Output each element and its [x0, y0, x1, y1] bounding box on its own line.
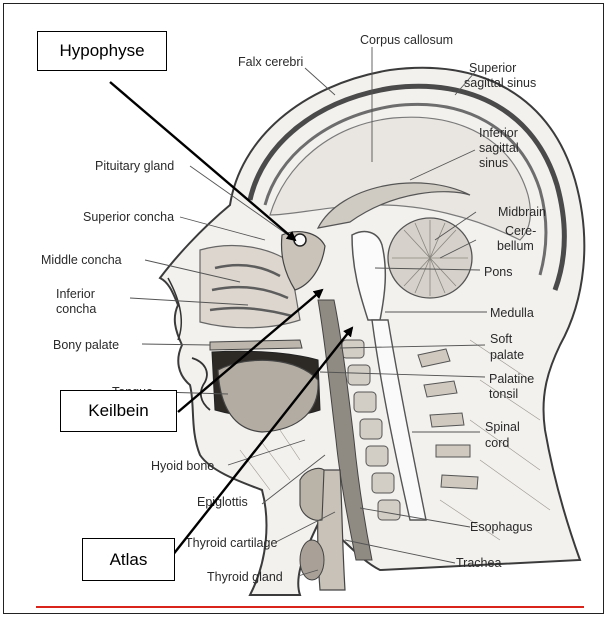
- label-inferior-concha-line1: Inferior: [56, 287, 95, 301]
- label-inferior-sagittal-sinus-line3: sinus: [479, 156, 508, 170]
- label-esophagus: Esophagus: [470, 520, 533, 534]
- label-palatine-tonsil-line2: tonsil: [489, 387, 518, 401]
- label-cerebellum-line2: bellum: [497, 239, 534, 253]
- label-inferior-sagittal-sinus-line2: sagittal: [479, 141, 519, 155]
- label-superior-concha: Superior concha: [83, 210, 174, 224]
- label-thyroid-gland: Thyroid gland: [207, 570, 283, 584]
- label-corpus-callosum: Corpus callosum: [360, 33, 453, 47]
- label-thyroid-cartilage: Thyroid cartilage: [185, 536, 277, 550]
- red-divider-line: [36, 606, 584, 608]
- pituitary-gland-shape: [294, 234, 306, 246]
- callout-keilbein: Keilbein: [60, 390, 177, 432]
- label-inferior-concha-line2: concha: [56, 302, 96, 316]
- label-soft-palate-line1: Soft: [490, 332, 513, 346]
- label-cerebellum-line1: Cere-: [505, 224, 536, 238]
- label-bony-palate: Bony palate: [53, 338, 119, 352]
- label-pituitary-gland: Pituitary gland: [95, 159, 174, 173]
- label-midbrain: Midbrain: [498, 205, 546, 219]
- label-superior-sagittal-sinus-line2: sagittal sinus: [464, 76, 536, 90]
- label-superior-sagittal-sinus-line1: Superior: [469, 61, 516, 75]
- label-falx-cerebri: Falx cerebri: [238, 55, 303, 69]
- label-palatine-tonsil-line1: Palatine: [489, 372, 534, 386]
- label-spinal-cord-line1: Spinal: [485, 420, 520, 434]
- thyroid-cartilage-shape: [300, 468, 324, 520]
- label-hyoid-bone: Hyoid bone: [151, 459, 214, 473]
- label-inferior-sagittal-sinus-line1: Inferior: [479, 126, 518, 140]
- label-trachea: Trachea: [456, 556, 501, 570]
- label-epiglottis: Epiglottis: [197, 495, 248, 509]
- callout-hypophyse: Hypophyse: [37, 31, 167, 71]
- label-soft-palate-line2: palate: [490, 348, 524, 362]
- label-middle-concha: Middle concha: [41, 253, 122, 267]
- label-spinal-cord-line2: cord: [485, 436, 509, 450]
- label-medulla: Medulla: [490, 306, 534, 320]
- label-pons: Pons: [484, 265, 513, 279]
- callout-atlas: Atlas: [82, 538, 175, 581]
